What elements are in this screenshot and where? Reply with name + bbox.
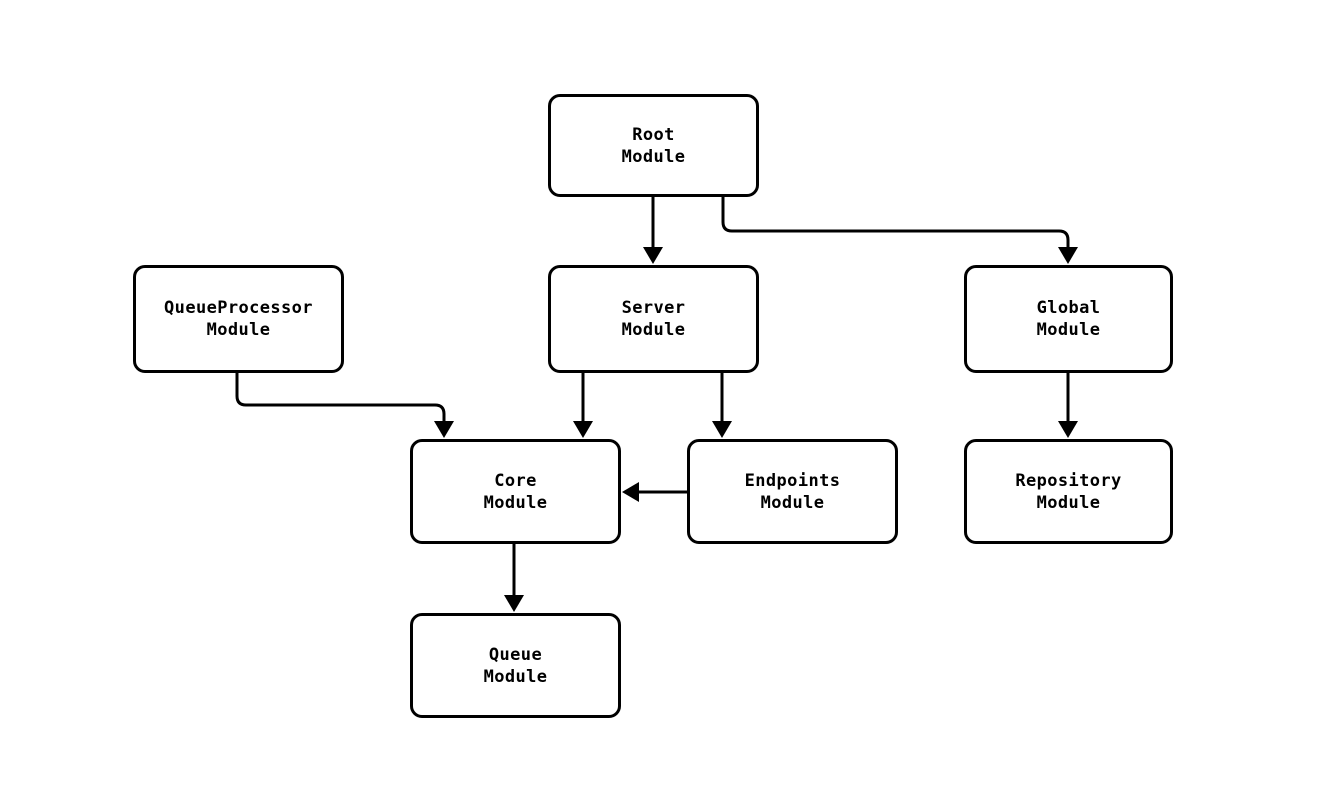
node-label-suffix: Module: [621, 146, 686, 167]
node-label-suffix: Module: [1036, 492, 1101, 513]
arrowhead-icon: [712, 421, 732, 438]
node-label-name: Global: [1036, 298, 1101, 318]
node-label-suffix: Module: [483, 492, 548, 513]
edge-line: [235, 373, 446, 422]
arrowhead-icon: [643, 247, 663, 264]
edge-root-to-server: [643, 197, 663, 264]
node-label-name: Queue: [488, 644, 543, 665]
node-label-name: Repository: [1015, 470, 1122, 491]
edge-line: [721, 197, 1070, 248]
edge-endpoints-to-core: [622, 482, 687, 502]
edge-global-to-repository: [1058, 373, 1078, 438]
node-label-name: QueueProcessor: [164, 298, 313, 318]
edge-core-to-queue: [504, 544, 524, 612]
node-label-suffix: Module: [1036, 320, 1101, 340]
arrowhead-icon: [1058, 421, 1078, 438]
arrowhead-icon: [1058, 247, 1078, 264]
node-label-suffix: Module: [206, 320, 271, 340]
edge-server-to-endpoints: [712, 373, 732, 438]
edge-server-to-core: [573, 373, 593, 438]
node-label-suffix: Module: [621, 320, 686, 340]
node-label-suffix: Module: [483, 666, 548, 687]
arrowhead-icon: [573, 421, 593, 438]
node-label-name: Server: [621, 298, 686, 318]
arrowhead-icon: [504, 595, 524, 612]
edge-queueprocessor-to-core: [235, 373, 454, 438]
arrowhead-icon: [434, 421, 454, 438]
node-label-name: Root: [632, 124, 675, 145]
node-label-suffix: Module: [760, 492, 825, 513]
arrowhead-icon: [622, 482, 639, 502]
node-label-name: Core: [494, 470, 537, 491]
node-label-name: Endpoints: [744, 470, 841, 491]
edge-root-to-global: [721, 197, 1078, 264]
